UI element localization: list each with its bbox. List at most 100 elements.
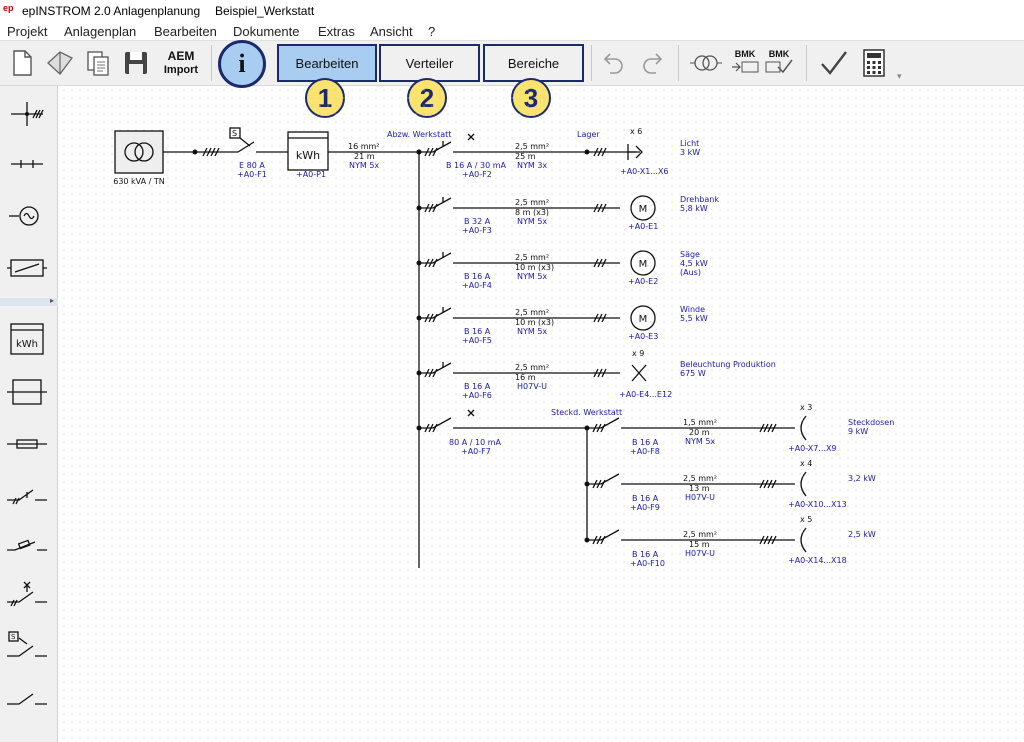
sub-bus-dot [584, 149, 590, 155]
generator-icon[interactable] [5, 196, 49, 236]
load-count: x 3 [800, 403, 812, 412]
switch-icon[interactable] [5, 474, 49, 514]
main-switch-id: +A0-F1 [237, 170, 267, 179]
socket-symbol [800, 527, 807, 553]
toolbar-overflow-icon[interactable]: ▾ [897, 71, 902, 81]
cable-cross: 2,5 mm² [515, 253, 549, 262]
breaker-symbol [419, 197, 620, 209]
tab-bearbeiten[interactable]: Bearbeiten [277, 44, 377, 82]
motor-symbol [630, 195, 656, 221]
fuse-icon[interactable] [5, 424, 49, 464]
load-power: 4,5 kW [680, 259, 708, 268]
app-title: epINSTROM 2.0 Anlagenplanung [22, 4, 201, 18]
copy-icon[interactable] [82, 47, 114, 79]
menu-help[interactable]: ? [428, 24, 436, 39]
expand-arrow-icon[interactable]: ▸ [49, 296, 54, 305]
conductor-marks [424, 313, 438, 323]
load-name: Drehbank [680, 195, 719, 204]
check-icon[interactable] [818, 47, 850, 79]
selector-switch-icon[interactable]: S [5, 626, 49, 666]
contact-icon[interactable] [5, 678, 49, 718]
kwh-meter-icon[interactable]: kWh [5, 320, 49, 360]
load-conductor-marks [759, 423, 777, 433]
load-power: 3 kW [680, 148, 700, 157]
load-conductor-marks [593, 203, 607, 213]
cable-type: NYM 5x [517, 217, 547, 226]
motor-label: M [639, 259, 648, 270]
breaker-id: +A0-F6 [462, 391, 492, 400]
calculator-icon[interactable] [858, 47, 890, 79]
junction-icon[interactable] [5, 144, 49, 184]
load-name: Winde [680, 305, 705, 314]
conductor-marks [424, 368, 438, 378]
toolbar-separator [678, 45, 679, 81]
rcd-id: +A0-F7 [461, 447, 491, 456]
aem-label: AEM [167, 49, 195, 63]
rcd-switch-icon[interactable] [5, 574, 49, 614]
rcd-branch[interactable]: 80 A / 10 mA+A0-F7 Steckd. Werkstatt [416, 408, 623, 540]
open-file-icon[interactable] [44, 47, 76, 79]
menu-dokumente[interactable]: Dokumente [233, 24, 300, 39]
main-switch-symbol[interactable] [230, 137, 288, 153]
transformer-symbol[interactable] [114, 130, 164, 174]
menu-ansicht[interactable]: Ansicht [370, 24, 413, 39]
fuse-box-icon[interactable] [5, 248, 49, 288]
bmk-arrow-icon[interactable]: BMK [730, 49, 760, 79]
feed-cable-cross: 16 mm² [348, 142, 380, 151]
breaker-rating: B 16 A [464, 382, 491, 391]
meter-symbol[interactable] [287, 131, 329, 171]
cable-cross: 2,5 mm² [515, 363, 549, 372]
load-id: +A0-E4...E12 [619, 390, 672, 399]
cable-cross: 2,5 mm² [683, 530, 717, 539]
save-icon[interactable] [120, 47, 152, 79]
conductor-marks [592, 479, 606, 489]
sub-bus-label: Lager [577, 130, 600, 139]
conductor-marks [424, 423, 438, 433]
circuit-diagram[interactable]: 630 kVA / TN S E 80 A +A0-F1 kWh +A0-P1 … [60, 86, 1024, 742]
new-file-icon[interactable] [6, 47, 38, 79]
info-button[interactable]: i [218, 40, 266, 88]
bmk-label: BMK [768, 49, 790, 59]
breaker-id: +A0-F8 [630, 447, 660, 456]
drawing-canvas[interactable]: 630 kVA / TN S E 80 A +A0-F1 kWh +A0-P1 … [60, 86, 1024, 742]
rcd-bus-label: Steckd. Werkstatt [551, 408, 622, 417]
tab-bereiche[interactable]: Bereiche [483, 44, 584, 82]
menu-extras[interactable]: Extras [318, 24, 355, 39]
kwh-label: kWh [16, 339, 38, 350]
menu-anlagenplan[interactable]: Anlagenplan [64, 24, 137, 39]
fuse-switch-icon[interactable] [5, 526, 49, 566]
redo-icon[interactable] [636, 47, 668, 79]
tab-verteiler[interactable]: Verteiler [379, 44, 480, 82]
transformer-icon[interactable] [688, 47, 724, 79]
breaker-symbol [419, 141, 640, 153]
breaker-symbol [419, 307, 620, 319]
load-conductor-marks [593, 313, 607, 323]
cable-cross: 2,5 mm² [515, 142, 549, 151]
cable-type: H07V-U [517, 382, 547, 391]
busbar-icon[interactable] [5, 94, 49, 134]
cable-length: 10 m (x3) [515, 318, 554, 327]
menu-bearbeiten[interactable]: Bearbeiten [154, 24, 217, 39]
breaker-box-icon[interactable] [5, 372, 49, 412]
menu-projekt[interactable]: Projekt [7, 24, 48, 39]
motor-symbol [630, 250, 656, 276]
rcd-rating: 80 A / 10 mA [449, 438, 501, 447]
breaker-id: +A0-F2 [462, 170, 492, 179]
load-count: x 5 [800, 515, 812, 524]
breaker-rating: B 16 A [632, 550, 659, 559]
undo-icon[interactable] [598, 47, 630, 79]
aem-import-button[interactable]: AEM Import [158, 49, 204, 77]
load-name: Licht [680, 139, 699, 148]
toolbar: AEM Import Bearbeiten Verteiler Bereiche… [0, 41, 1024, 86]
bmk-check-icon[interactable]: BMK [764, 49, 794, 79]
cable-type: NYM 5x [517, 327, 547, 336]
meter-label: kWh [296, 149, 320, 162]
